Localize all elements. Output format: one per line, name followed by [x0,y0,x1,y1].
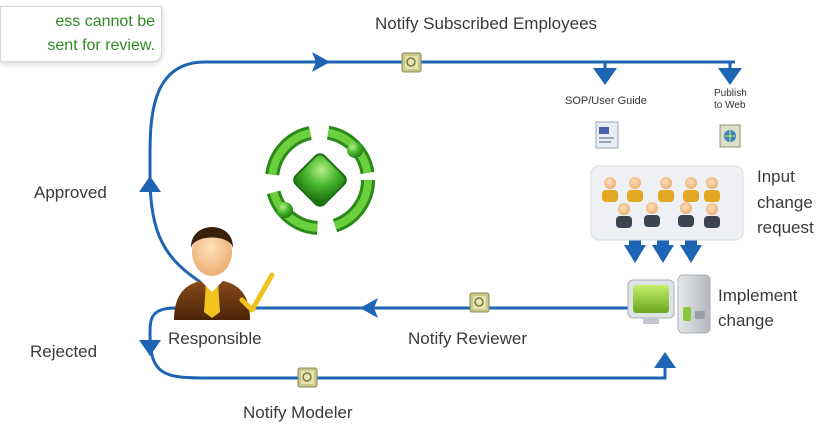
employee-group-icon [590,165,744,241]
web-publish-icon [719,124,741,148]
main-flow-line [148,60,735,161]
notification-note: ess cannot be sent for review. [0,6,162,62]
label-implement-2: change [718,311,774,330]
label-notify-reviewer: Notify Reviewer [408,329,528,348]
label-implement-1: Implement [718,286,798,305]
responsible-person-icon [174,227,275,320]
label-approved: Approved [34,183,107,202]
arrow-up-implement [654,352,676,368]
process-logo-icon [265,125,375,235]
document-icon [595,121,619,149]
label-notify-subscribed: Notify Subscribed Employees [375,14,598,33]
note-line-1: ess cannot be [55,13,155,30]
computer-icon [627,274,711,334]
email-icon [469,292,490,313]
arrow-down-3 [680,245,702,263]
label-input-change-3: request [757,218,814,237]
email-icon [401,52,422,73]
arrow-up-approved [139,176,161,192]
label-publish-1: Publish [714,88,747,99]
label-rejected: Rejected [30,342,98,361]
label-responsible: Responsible [168,329,262,348]
arrow-left-reviewer [360,298,378,318]
label-publish-2: to Web [714,100,746,111]
label-sop-user-guide: SOP/User Guide [565,95,647,107]
arrow-down-rejected [139,340,161,356]
email-icon [297,367,318,388]
label-input-change-2: change [757,193,813,212]
arrow-down-publish [718,68,742,85]
arrow-right-top [312,52,330,72]
arrow-down-sop [593,68,617,85]
note-line-2: sent for review. [47,37,155,54]
arrow-down-1 [624,245,646,263]
label-notify-modeler: Notify Modeler [243,403,353,422]
label-input-change-1: Input [757,167,795,186]
arrow-down-2 [652,245,674,263]
